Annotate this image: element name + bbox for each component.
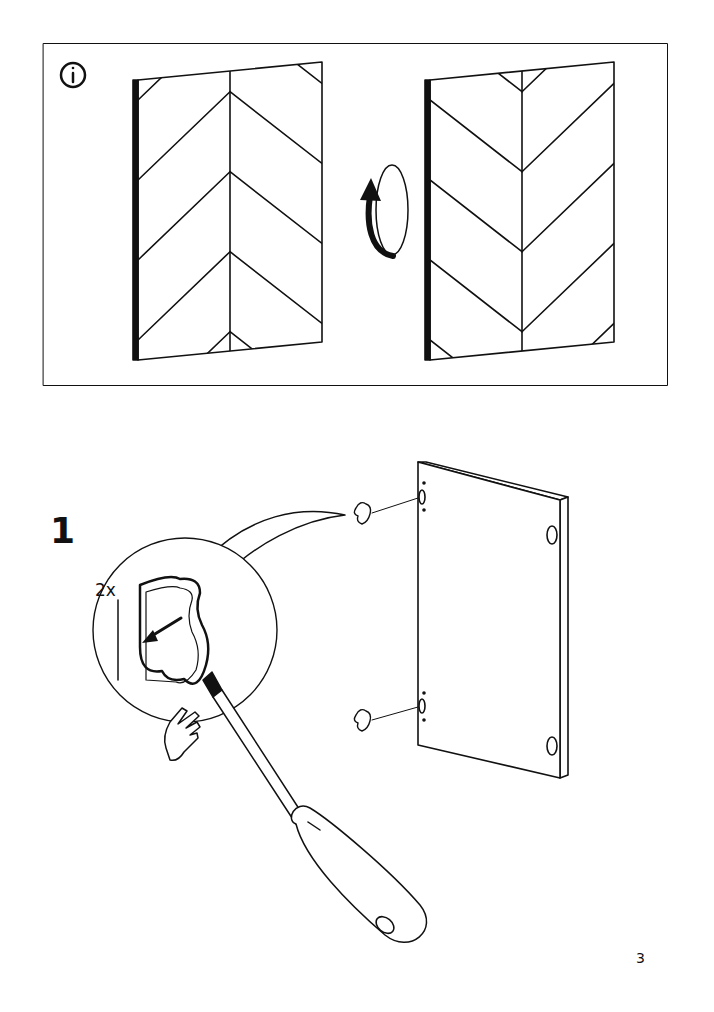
chevron-stroke: [138, 252, 230, 340]
detail-callout: [93, 511, 345, 722]
chevron-stroke: [138, 412, 230, 500]
chevron-stroke: [522, 163, 614, 251]
chevron-stroke: [522, 323, 614, 411]
door-panel: [418, 462, 568, 778]
quantity: 2x: [95, 582, 116, 599]
chevron-stroke: [230, 92, 322, 164]
chevron-stroke: [430, 100, 522, 172]
chevron-stroke: [522, 243, 614, 331]
chevron-stroke: [230, 12, 322, 84]
chevron-stroke: [522, 83, 614, 171]
screwdriver: [203, 672, 427, 942]
chevron-stroke: [138, 92, 230, 180]
chevron-stroke: [230, 332, 322, 404]
step-number: 1: [50, 513, 75, 549]
chevron-stroke: [522, 0, 614, 12]
chevron-stroke: [138, 172, 230, 260]
info-icon: [61, 63, 85, 87]
rotate-arrow: [360, 165, 408, 256]
info-frame: [44, 44, 668, 386]
chevron-stroke: [230, 252, 322, 324]
chevron-stroke: [138, 332, 230, 420]
chevron-stroke: [430, 20, 522, 92]
chevron-stroke: [430, 0, 522, 12]
chevron-stroke: [522, 3, 614, 91]
plug: [354, 498, 418, 731]
chevron-stroke: [138, 12, 230, 100]
page-number: 3: [636, 951, 645, 965]
hand-icon: [165, 708, 200, 760]
door-panel-before: [133, 12, 322, 500]
chevron-stroke: [230, 412, 322, 484]
door-panel-after: [425, 0, 614, 412]
chevron-stroke: [430, 180, 522, 252]
chevron-stroke: [230, 172, 322, 244]
chevron-stroke: [430, 260, 522, 332]
chevron-stroke: [430, 340, 522, 412]
